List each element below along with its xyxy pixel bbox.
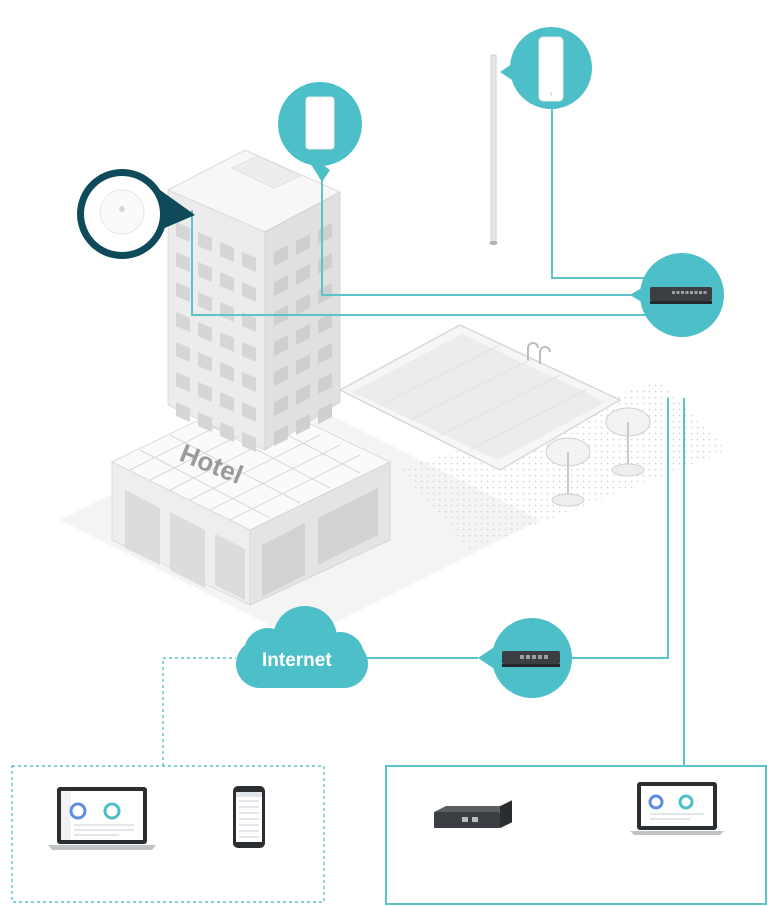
pool-ladder-icon (527, 342, 551, 364)
connection-lines (162, 108, 685, 766)
outdoor-access-point-icon[interactable] (500, 27, 592, 109)
outdoor-pole (489, 54, 498, 245)
cloud-icon (236, 606, 368, 688)
gateway-router-icon[interactable] (478, 618, 572, 698)
swimming-pool (338, 324, 622, 471)
laptop-icon[interactable] (630, 782, 724, 835)
switch-icon[interactable] (630, 253, 724, 337)
remote-management-box (11, 765, 325, 903)
laptop-icon[interactable] (48, 787, 156, 850)
wall-access-point-icon[interactable] (278, 82, 362, 182)
umbrella-1 (545, 437, 591, 507)
local-management-box (385, 765, 767, 905)
ceiling-access-point-icon[interactable] (77, 169, 195, 259)
smartphone-icon[interactable] (233, 786, 265, 848)
internet-label: Internet (262, 650, 332, 671)
controller-icon[interactable] (434, 800, 512, 829)
umbrella-2 (605, 407, 651, 477)
tower-windows (176, 222, 332, 452)
